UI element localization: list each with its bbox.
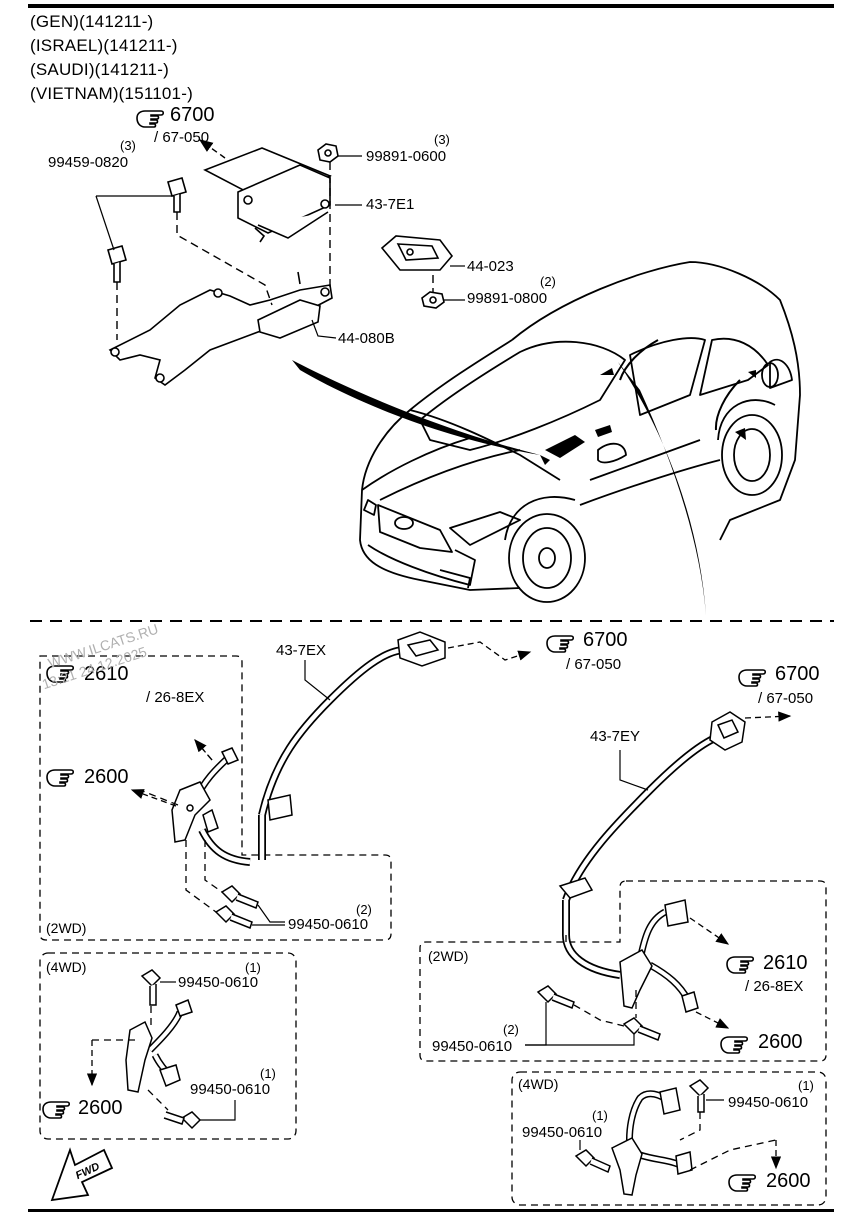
assembly-lines-top bbox=[116, 162, 434, 340]
leader-lines-4wd-right bbox=[579, 1099, 724, 1150]
ref-6700-top-sub[interactable]: / 67-050 bbox=[154, 129, 210, 146]
vehicle-drawing bbox=[359, 261, 801, 603]
part-44-080b[interactable]: 44-080B bbox=[338, 330, 395, 347]
ref-2600-left[interactable]: 2600 bbox=[84, 766, 129, 788]
ref-2600-right[interactable]: 2600 bbox=[758, 1031, 803, 1053]
header-line: (VIETNAM)(151101-) bbox=[30, 84, 193, 103]
part-43-7ey[interactable]: 43-7EY bbox=[590, 728, 641, 745]
nut-qty-top: (3) bbox=[434, 132, 450, 147]
bolt-qty-right: (2) bbox=[503, 1022, 519, 1037]
bolt-qty-top: (3) bbox=[120, 138, 136, 153]
nut-drawing bbox=[317, 143, 339, 163]
pointing-hand-icon bbox=[546, 635, 575, 653]
ref-2610-right-sub[interactable]: / 26-8EX bbox=[745, 978, 804, 995]
box-4wd-left bbox=[39, 952, 297, 1140]
bolt-drawing-right bbox=[536, 985, 661, 1041]
assembly-lines-right bbox=[565, 935, 637, 1027]
bolt-qty-left: (2) bbox=[356, 902, 372, 917]
ref-6700-left-sub[interactable]: / 67-050 bbox=[566, 656, 622, 673]
connector-4wd-right bbox=[574, 1079, 710, 1196]
bottom-rule bbox=[28, 1209, 834, 1212]
top-rule bbox=[28, 4, 834, 8]
ref-2610-left[interactable]: 2610 bbox=[84, 663, 129, 685]
ref-arrow-6700-right bbox=[744, 711, 792, 722]
applicability-header: (GEN)(141211-) (ISRAEL)(141211-) (SAUDI)… bbox=[30, 10, 193, 106]
ref-arrow-6700-left bbox=[447, 641, 532, 661]
box-4wd-right bbox=[511, 1071, 827, 1206]
vehicle-harness-right bbox=[714, 379, 741, 431]
forward-arrow-icon: FWD bbox=[50, 1147, 114, 1202]
ref-6700-right-sub[interactable]: / 67-050 bbox=[758, 690, 814, 707]
bolt2-qty-4wd-right: (1) bbox=[592, 1108, 608, 1123]
part-44-023[interactable]: 44-023 bbox=[467, 258, 514, 275]
nut2-drawing bbox=[421, 291, 445, 309]
bolt-drawing-top bbox=[107, 177, 187, 283]
leader-lines-right bbox=[525, 750, 649, 1046]
part-99450-0610-left[interactable]: 99450-0610 bbox=[288, 916, 369, 933]
part-43-7e1[interactable]: 43-7E1 bbox=[366, 196, 415, 213]
box-4wd-right-label: (4WD) bbox=[518, 1076, 559, 1092]
bolt-drawing-left bbox=[214, 885, 259, 929]
pointing-hand-icon bbox=[720, 1036, 749, 1054]
pointing-hand-icon bbox=[728, 1174, 757, 1192]
nut2-qty-top: (2) bbox=[540, 274, 556, 289]
part-99450-0610-4wd-right-2[interactable]: 99450-0610 bbox=[522, 1124, 603, 1141]
part-99450-0610-4wd-left-2[interactable]: 99450-0610 bbox=[190, 1081, 271, 1098]
ref-2610-right[interactable]: 2610 bbox=[763, 952, 808, 974]
leader-lines-left bbox=[252, 660, 331, 926]
ref-6700-left[interactable]: 6700 bbox=[583, 629, 628, 651]
ref-2600-4wd-right[interactable]: 2600 bbox=[766, 1170, 811, 1192]
pointing-hand-icon bbox=[46, 769, 75, 787]
ref-arrow-2610-right bbox=[689, 917, 730, 945]
leader-lines-4wd-left bbox=[160, 981, 236, 1121]
sensor-drawing bbox=[380, 235, 454, 271]
pointing-hand-icon bbox=[726, 956, 755, 974]
harness-4wd-left-drawing bbox=[147, 1010, 184, 1078]
pointing-hand-icon bbox=[136, 110, 165, 128]
header-line: (SAUDI)(141211-) bbox=[30, 60, 169, 79]
box-2wd-left-label: (2WD) bbox=[46, 920, 87, 936]
ref-6700-top[interactable]: 6700 bbox=[170, 104, 215, 126]
part-99891-0800[interactable]: 99891-0800 bbox=[467, 290, 548, 307]
leader-lines-top bbox=[95, 155, 465, 339]
ref-arrow-2600-left bbox=[130, 789, 177, 807]
part-99891-0600[interactable]: 99891-0600 bbox=[366, 148, 447, 165]
control-module-drawing bbox=[203, 147, 332, 243]
pointing-hand-icon bbox=[42, 1101, 71, 1119]
ref-6700-right[interactable]: 6700 bbox=[775, 663, 820, 685]
ref-2600-4wd-left[interactable]: 2600 bbox=[78, 1097, 123, 1119]
bolt1-qty-4wd-right: (1) bbox=[798, 1078, 814, 1093]
bolt2-qty-4wd-left: (1) bbox=[260, 1066, 276, 1081]
pointer-arrow-right bbox=[618, 362, 706, 615]
bracket-drawing bbox=[108, 271, 333, 386]
part-99459-0820[interactable]: 99459-0820 bbox=[48, 154, 129, 171]
ref-arrow-2610-left bbox=[194, 739, 213, 761]
vehicle-harness-left bbox=[619, 339, 659, 381]
ref-arrow-2600-right bbox=[695, 1011, 730, 1029]
box-2wd-left bbox=[39, 655, 392, 941]
connector-drawing-left bbox=[171, 631, 446, 843]
header-line: (ISRAEL)(141211-) bbox=[30, 36, 178, 55]
ref-2610-left-sub[interactable]: / 26-8EX bbox=[146, 689, 205, 706]
assembly-lines-4wd-left bbox=[92, 1006, 169, 1111]
ref-arrow-top bbox=[198, 139, 226, 159]
vehicle-part-marks bbox=[540, 368, 756, 465]
connector-drawing-right bbox=[558, 711, 746, 1013]
part-99450-0610-right[interactable]: 99450-0610 bbox=[432, 1038, 513, 1055]
connector-4wd-left bbox=[125, 969, 202, 1130]
box-2wd-right-label: (2WD) bbox=[428, 948, 469, 964]
assembly-lines-4wd-right bbox=[679, 1112, 777, 1171]
part-43-7ex[interactable]: 43-7EX bbox=[276, 642, 327, 659]
box-4wd-left-label: (4WD) bbox=[46, 959, 87, 975]
header-line: (GEN)(141211-) bbox=[30, 12, 154, 31]
part-99450-0610-4wd-left-1[interactable]: 99450-0610 bbox=[178, 974, 259, 991]
pointing-hand-icon bbox=[738, 669, 767, 687]
part-99450-0610-4wd-right-1[interactable]: 99450-0610 bbox=[728, 1094, 809, 1111]
bolt1-qty-4wd-left: (1) bbox=[245, 960, 261, 975]
